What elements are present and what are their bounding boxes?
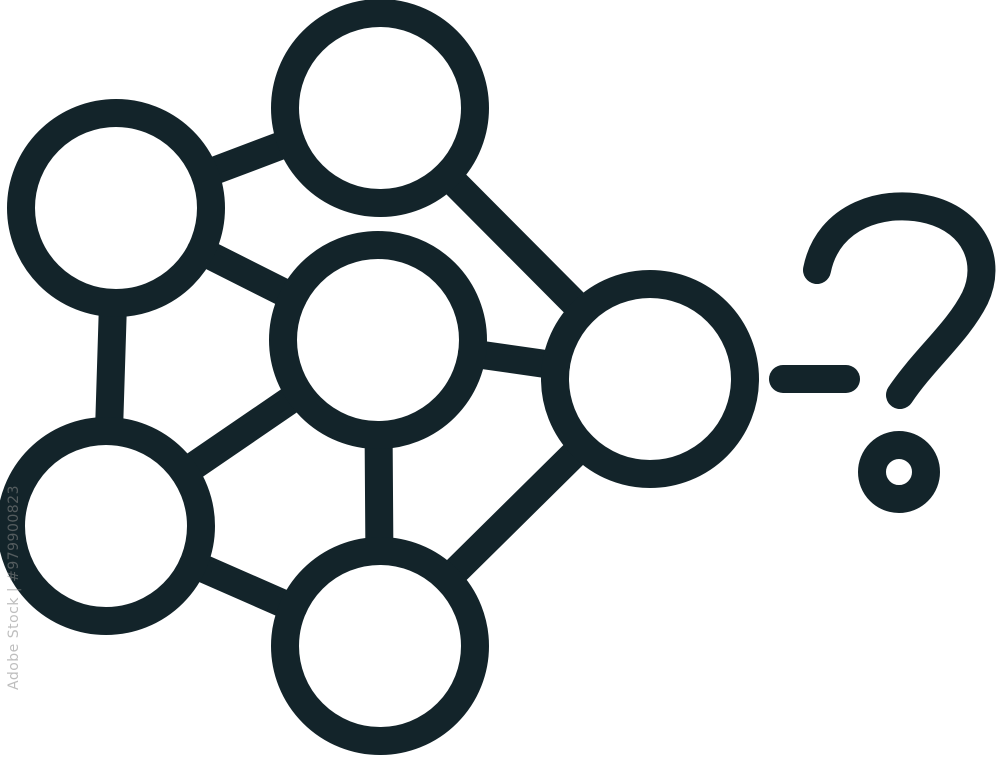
edge-top-center-to-right-hub	[433, 161, 597, 326]
edge-top-center-to-top-left	[190, 127, 306, 189]
watermark-text: Adobe Stock | #979900823	[6, 485, 22, 690]
node-bottom-center	[271, 537, 489, 755]
node-top-center	[271, 0, 489, 217]
question-mark-hook	[803, 192, 996, 409]
edge-center-to-bottom-center	[364, 421, 394, 565]
network-nodes	[0, 0, 759, 755]
edge-top-left-to-center	[186, 236, 308, 312]
node-bottom-left	[0, 417, 215, 635]
edge-top-left-to-bottom-left	[95, 289, 127, 445]
node-center	[269, 231, 487, 449]
edge-center-to-right-hub	[458, 339, 570, 380]
node-right-hub	[541, 270, 759, 488]
edge-center-to-bottom-left	[170, 379, 314, 487]
question-mark-icon	[769, 192, 996, 513]
edge-bottom-left-to-bottom-center	[179, 550, 307, 622]
network-edges	[95, 127, 597, 622]
question-mark-dot	[858, 431, 940, 513]
node-top-left	[7, 99, 225, 317]
edge-right-hub-to-bottom-center	[433, 431, 597, 594]
